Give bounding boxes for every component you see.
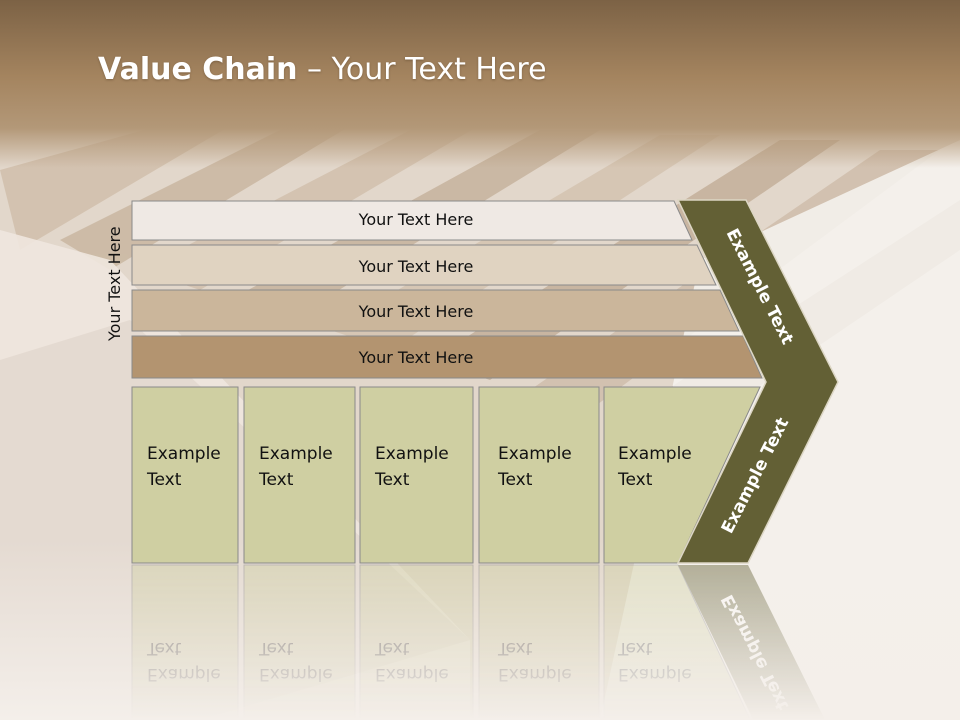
svg-text:Example: Example: [147, 664, 221, 684]
title-rest: – Your Text Here: [297, 52, 547, 87]
svg-text:Example: Example: [618, 664, 692, 684]
reflection: Example Text Example Text Example Text E…: [131, 564, 826, 720]
box-1-line1: Example: [147, 444, 221, 464]
svg-text:Text: Text: [146, 638, 182, 658]
row-1: [131, 200, 693, 241]
box-1-line2: Text: [146, 470, 182, 490]
svg-text:Example: Example: [259, 664, 333, 684]
row-2-label: Your Text Here: [358, 257, 474, 276]
boxes-group: Example Text Example Text Example Text E…: [131, 386, 761, 564]
box-3-line1: Example: [375, 444, 449, 464]
box-5-line1: Example: [618, 444, 692, 464]
row-3: [131, 289, 740, 332]
box-3: [359, 386, 474, 564]
row-3-label: Your Text Here: [358, 302, 474, 321]
svg-text:Text: Text: [617, 638, 653, 658]
title-bold: Value Chain: [98, 52, 298, 87]
svg-text:Text: Text: [497, 638, 533, 658]
box-5-line2: Text: [617, 470, 653, 490]
box-1: [131, 386, 239, 564]
rows-group: Your Text Here Your Text Here Your Text …: [131, 200, 763, 379]
row-2: [131, 244, 717, 286]
svg-text:Example: Example: [498, 664, 572, 684]
svg-text:Text: Text: [374, 638, 410, 658]
row-1-label: Your Text Here: [358, 210, 474, 229]
box-3-line2: Text: [374, 470, 410, 490]
box-4-line2: Text: [497, 470, 533, 490]
svg-text:Example: Example: [375, 664, 449, 684]
page-title: Value Chain – Your Text Here: [98, 52, 547, 87]
row-4: [131, 335, 763, 379]
svg-text:Text: Text: [258, 638, 294, 658]
box-4: [478, 386, 600, 564]
box-2-line2: Text: [258, 470, 294, 490]
box-4-line1: Example: [498, 444, 572, 464]
box-2: [243, 386, 356, 564]
chevron-arrow: [676, 199, 839, 564]
row-4-label: Your Text Here: [358, 348, 474, 367]
box-2-line1: Example: [259, 444, 333, 464]
